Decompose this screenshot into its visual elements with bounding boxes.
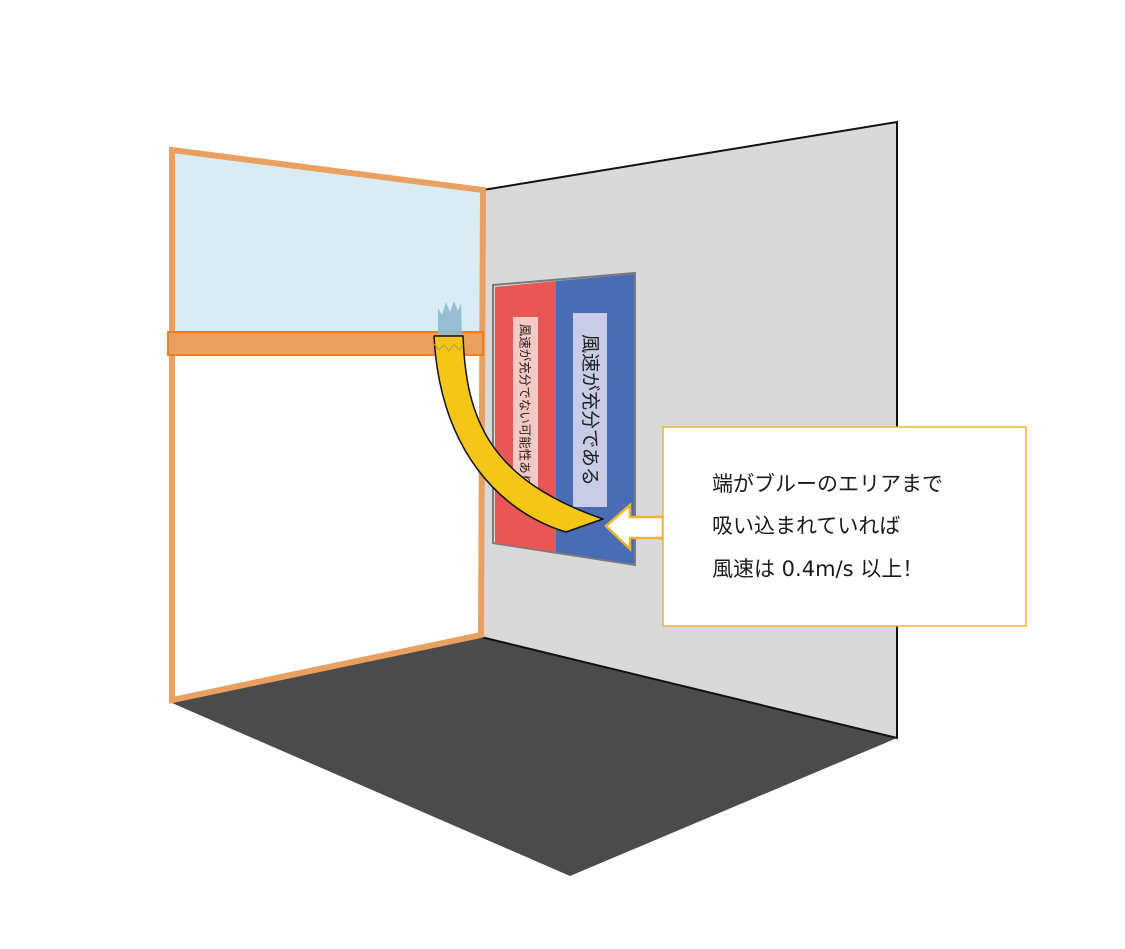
red-zone-label: 風速が充分でない可能性あり [518,324,533,487]
red-zone-label-box [513,317,538,493]
streamer-yellow-band [433,335,604,533]
streamer-blue-tip [438,301,462,340]
floor [172,637,897,876]
blue-zone-label-box [573,313,607,507]
streamer-joint-edge [433,343,464,352]
window-frame [169,146,487,704]
callout-box [662,426,1027,627]
blue-zone-label: 風速が充分である [579,334,601,486]
callout: 端がブルーのエリアまで 吸い込まれていれば 風速は 0.4m/s 以上！ [662,426,1027,627]
streamer-tape [433,301,604,533]
callout-line-2: 吸い込まれていれば [712,514,900,538]
callout-line-3: 風速は 0.4m/s 以上！ [712,557,923,581]
callout-line-1: 端がブルーのエリアまで [712,472,943,496]
window-transom-bar [167,331,484,356]
window-upper-glass [172,150,483,344]
